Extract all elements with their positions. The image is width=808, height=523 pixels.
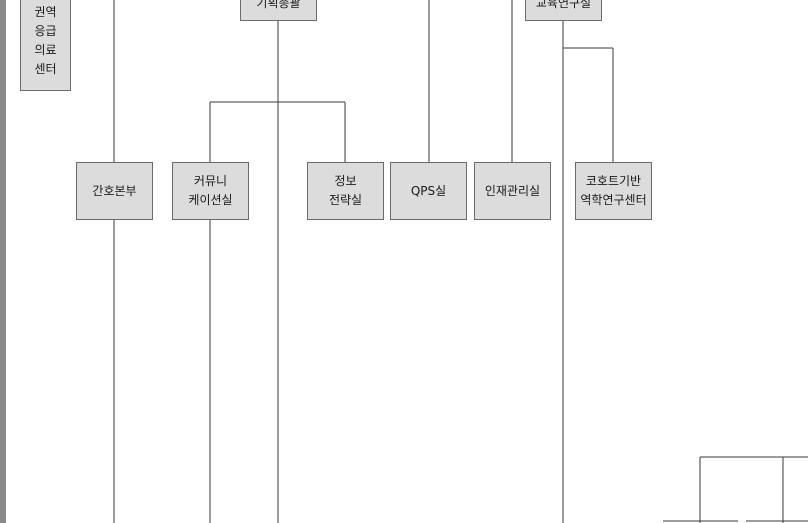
- node-education: 교육연구실: [525, 0, 602, 21]
- node-communication: 커뮤니 케이션실: [172, 162, 249, 220]
- node-cohort-research: 코호트기반 역학연구센터: [575, 162, 652, 220]
- node-info-strategy: 정보 전략실: [307, 162, 384, 220]
- node-regional-emergency: 권역 응급 의료 센터: [20, 0, 71, 91]
- node-nursing: 간호본부: [76, 162, 153, 220]
- node-planning: 기획총괄: [240, 0, 317, 21]
- node-qps: QPS실: [390, 162, 467, 220]
- node-hr: 인재관리실: [474, 162, 551, 220]
- page-edge-bar: [0, 0, 6, 523]
